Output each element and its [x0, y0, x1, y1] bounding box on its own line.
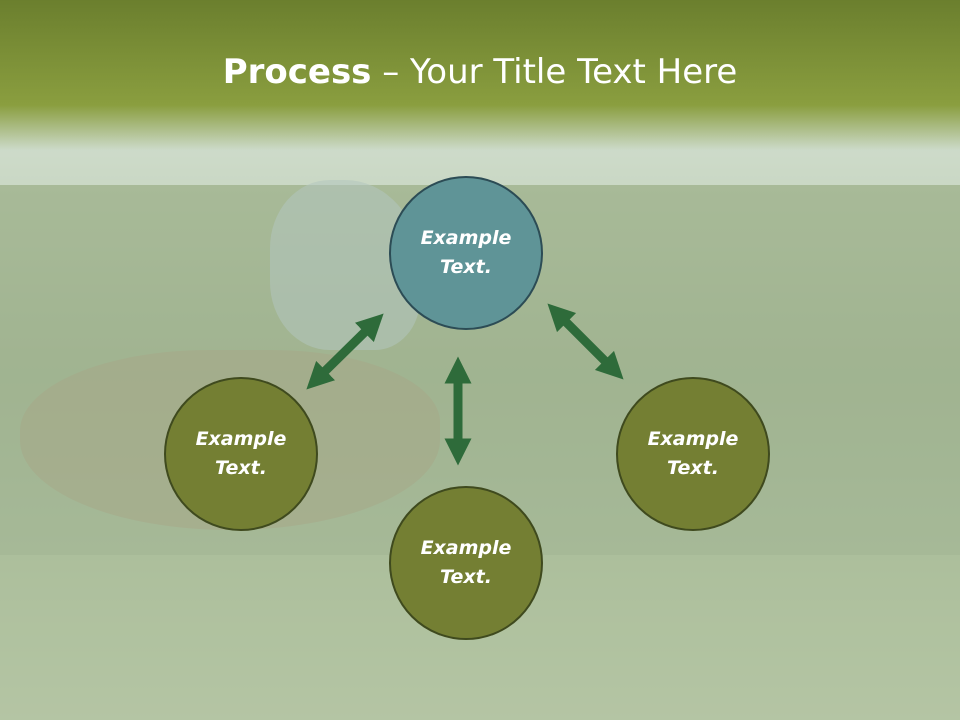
process-node-top[interactable]: Example Text.	[389, 176, 543, 330]
slide-title[interactable]: Process – Your Title Text Here	[0, 52, 960, 92]
node-label: Example Text.	[420, 537, 512, 588]
arrow-top-right	[547, 303, 624, 380]
title-bar	[0, 0, 960, 150]
title-rest: – Your Title Text Here	[371, 52, 738, 92]
arrow-top-left	[306, 313, 384, 390]
process-node-bottom[interactable]: Example Text.	[389, 486, 543, 640]
process-node-left[interactable]: Example Text.	[164, 377, 318, 531]
title-bold: Process	[222, 52, 372, 92]
process-node-right[interactable]: Example Text.	[616, 377, 770, 531]
node-label: Example Text.	[647, 428, 739, 479]
node-label: Example Text.	[420, 227, 512, 278]
node-label: Example Text.	[195, 428, 287, 479]
